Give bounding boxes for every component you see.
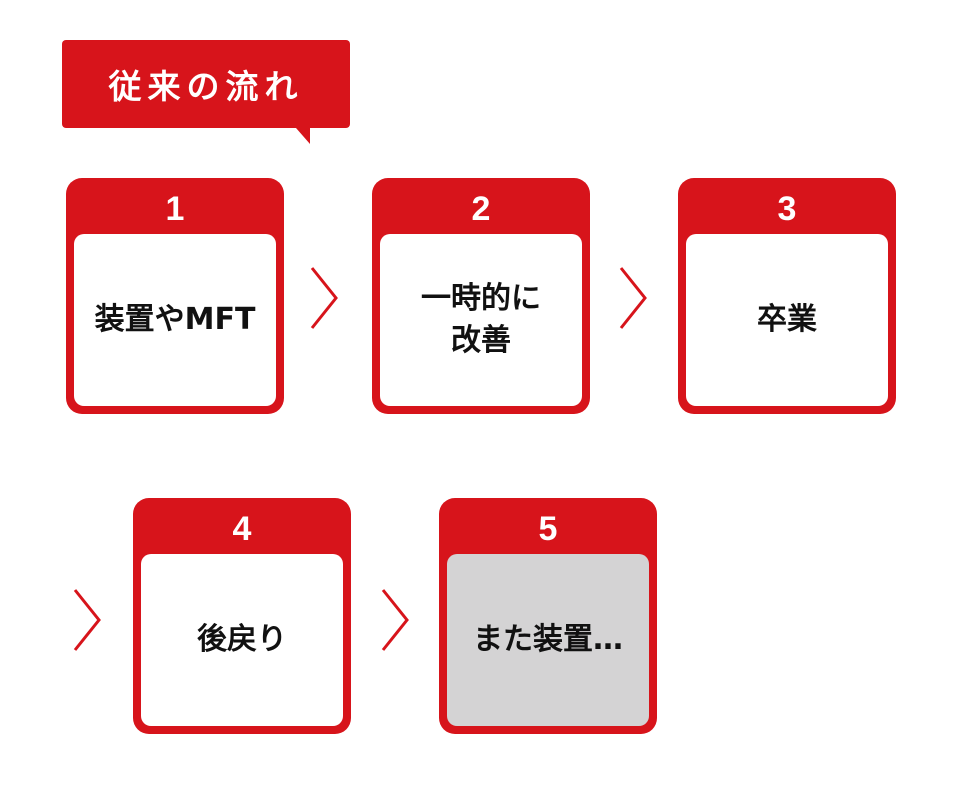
step-5-card: 5 また装置… bbox=[439, 498, 657, 734]
step-5-label: また装置… bbox=[473, 622, 623, 657]
step-5-body: また装置… bbox=[447, 554, 649, 726]
chevron-right-icon bbox=[380, 587, 410, 653]
chevron-right-icon bbox=[72, 587, 102, 653]
flow-title-tag: 従来の流れ bbox=[62, 40, 350, 144]
step-5-number: 5 bbox=[538, 509, 558, 548]
step-2-card: 2 一時的に 改善 bbox=[372, 178, 590, 414]
step-2-number: 2 bbox=[471, 189, 491, 228]
step-4-label: 後戻り bbox=[197, 622, 287, 657]
chevron-right-icon bbox=[618, 265, 648, 331]
step-4-number: 4 bbox=[232, 509, 252, 548]
step-2-body: 一時的に 改善 bbox=[380, 234, 582, 406]
step-4-card: 4 後戻り bbox=[133, 498, 351, 734]
step-1-label: 装置やMFT bbox=[94, 302, 256, 337]
step-1-card: 1 装置やMFT bbox=[66, 178, 284, 414]
chevron-right-icon bbox=[309, 265, 339, 331]
step-3-body: 卒業 bbox=[686, 234, 888, 406]
step-3-card: 3 卒業 bbox=[678, 178, 896, 414]
step-3-label: 卒業 bbox=[757, 302, 817, 337]
step-4-body: 後戻り bbox=[141, 554, 343, 726]
step-1-body: 装置やMFT bbox=[74, 234, 276, 406]
flow-title: 従来の流れ bbox=[108, 67, 304, 106]
step-2-label: 一時的に 改善 bbox=[421, 281, 541, 358]
step-3-number: 3 bbox=[777, 189, 797, 228]
step-1-number: 1 bbox=[165, 189, 185, 228]
